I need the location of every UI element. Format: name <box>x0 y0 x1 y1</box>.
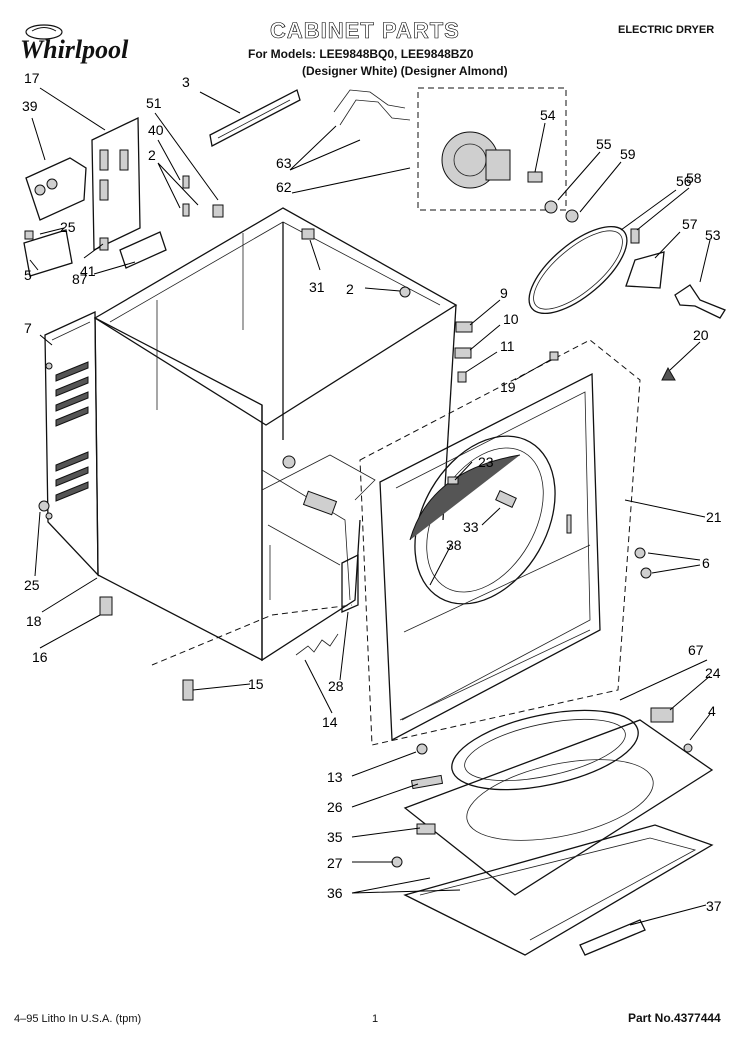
cabinet-body <box>93 207 458 662</box>
callout-15: 15 <box>248 676 264 692</box>
callout-87: 87 <box>72 271 88 287</box>
callout-6: 6 <box>702 555 710 571</box>
callout-25: 25 <box>24 577 40 593</box>
model-numbers: For Models: LEE9848BQ0, LEE9848BZ0 <box>248 47 474 61</box>
callout-7: 7 <box>24 320 32 336</box>
console-parts <box>209 87 567 211</box>
callout-5: 5 <box>24 267 32 283</box>
callout-63: 63 <box>276 155 292 171</box>
callout-17: 17 <box>24 70 40 86</box>
page-number: 1 <box>372 1013 379 1025</box>
product-category: ELECTRIC DRYER <box>618 24 715 36</box>
callout-67: 67 <box>688 642 704 658</box>
callout-59: 59 <box>620 146 636 162</box>
svg-text:Whirlpool: Whirlpool <box>20 35 129 64</box>
callout-58: 58 <box>686 170 702 186</box>
callout-9: 9 <box>500 285 508 301</box>
callout-39: 39 <box>22 98 38 114</box>
callout-27: 27 <box>327 855 343 871</box>
base-parts <box>99 553 714 956</box>
leader-lines <box>29 87 711 926</box>
fasteners <box>38 228 652 579</box>
callout-26: 26 <box>327 799 343 815</box>
callout-31: 31 <box>309 279 325 295</box>
callout-2: 2 <box>148 147 156 163</box>
callout-55: 55 <box>596 136 612 152</box>
callout-14: 14 <box>322 714 338 730</box>
callout-4: 4 <box>708 703 716 719</box>
callout-54: 54 <box>540 107 556 123</box>
front-panel-outline <box>359 339 641 746</box>
callout-16: 16 <box>32 649 48 665</box>
callout-57: 57 <box>682 216 698 232</box>
litho-note: 4–95 Litho In U.S.A. (tpm) <box>14 1013 142 1025</box>
callout-18: 18 <box>26 613 42 629</box>
front-panel <box>379 372 601 742</box>
control-parts <box>23 116 224 277</box>
callout-24: 24 <box>705 665 721 681</box>
callout-23: 23 <box>478 454 494 470</box>
callout-2: 2 <box>346 281 354 297</box>
callout-38: 38 <box>446 537 462 553</box>
callout-35: 35 <box>327 829 343 845</box>
drive-parts <box>528 200 726 381</box>
callout-3: 3 <box>182 74 190 90</box>
page-title: CABINET PARTS <box>270 18 460 44</box>
callout-25: 25 <box>60 219 76 235</box>
callout-37: 37 <box>706 898 722 914</box>
callout-62: 62 <box>276 179 292 195</box>
callout-28: 28 <box>328 678 344 694</box>
callout-56: 56 <box>676 173 692 189</box>
callout-20: 20 <box>693 327 709 343</box>
callout-51: 51 <box>146 95 162 111</box>
part-number: Part No.4377444 <box>628 1011 721 1025</box>
callout-36: 36 <box>327 885 343 901</box>
side-panel-left <box>44 310 99 577</box>
callout-11: 11 <box>500 338 515 354</box>
callout-21: 21 <box>706 509 722 525</box>
callout-40: 40 <box>148 122 164 138</box>
whirlpool-logo: Whirlpool <box>20 24 129 64</box>
model-variants: (Designer White) (Designer Almond) <box>302 64 508 78</box>
callout-10: 10 <box>503 311 519 327</box>
callout-19: 19 <box>500 379 516 395</box>
callout-13: 13 <box>327 769 343 785</box>
callout-33: 33 <box>463 519 479 535</box>
callout-41: 41 <box>80 263 96 279</box>
callout-53: 53 <box>705 227 721 243</box>
